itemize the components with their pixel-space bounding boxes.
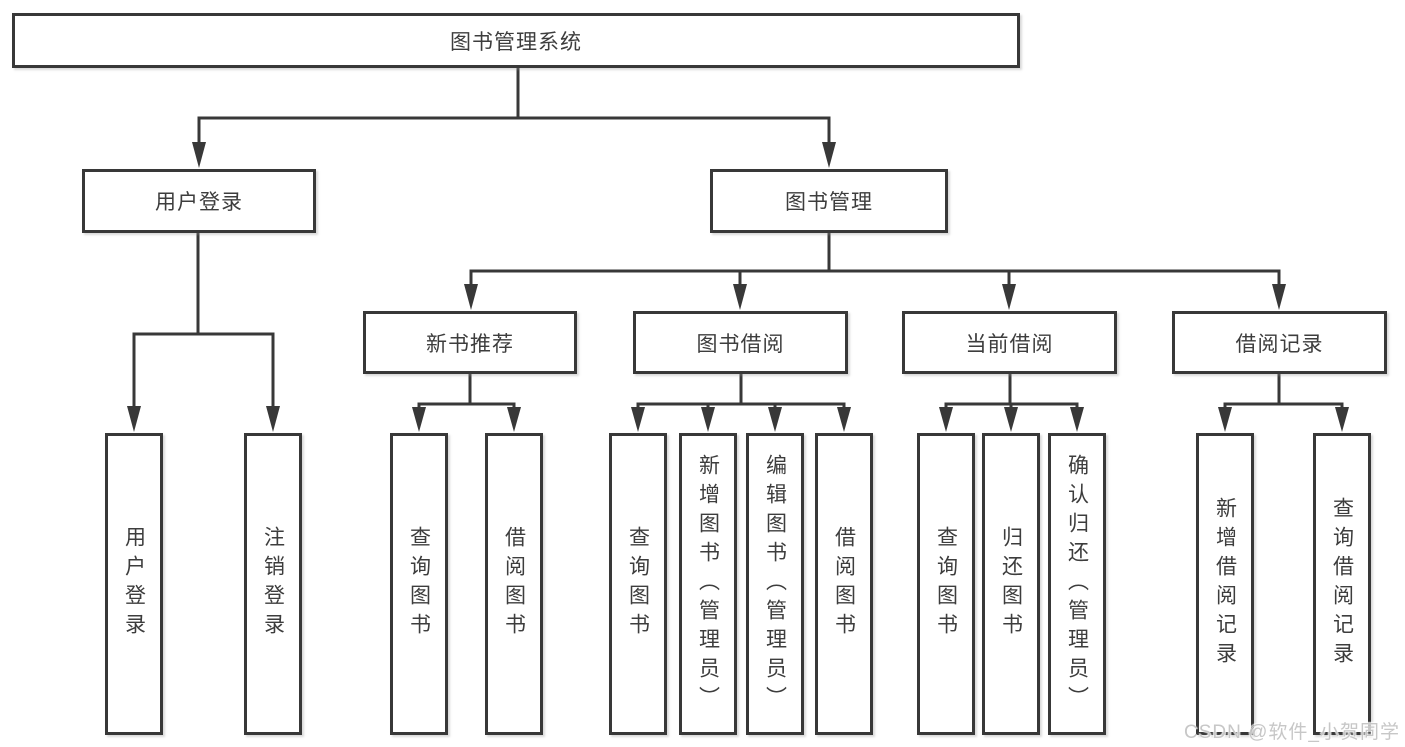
connector-borrowrecord-to-leaves [1223,374,1344,411]
connector-currentborrow-to-leaves [944,374,1079,411]
leaf-br-query-record: 查询借阅记录 [1313,433,1371,735]
leaf-cb-query-book-label: 查询图书 [934,526,958,642]
leaf-nb-query-book-label: 查询图书 [407,526,431,642]
node-book-mgmt: 图书管理 [710,169,948,233]
leaf-bb-edit-book-label: 编辑图书（管理员） [763,453,787,715]
node-current-borrow: 当前借阅 [902,311,1117,374]
node-current-borrow-label: 当前借阅 [965,332,1054,356]
arrowhead [768,407,782,432]
node-user-login: 用户登录 [82,169,316,233]
connector-newbook-to-leaves [417,374,516,411]
arrowhead [266,406,280,432]
leaf-bb-borrow-book: 借阅图书 [815,433,873,735]
connector-root-to-level2 [197,68,831,146]
arrowhead [701,407,715,432]
leaf-nb-query-book: 查询图书 [390,433,448,735]
leaf-cb-return-book: 归还图书 [982,433,1040,735]
arrowhead [1004,407,1018,432]
leaf-bb-borrow-book-label: 借阅图书 [832,526,856,642]
arrowhead [631,407,645,432]
leaf-bb-query-book-label: 查询图书 [626,526,650,642]
arrowhead [733,284,747,310]
arrowhead [412,407,426,432]
connector-bookmgmt-to-level3 [469,233,1281,288]
arrowhead [1272,284,1286,310]
arrowhead [1335,407,1349,432]
leaf-br-add-record: 新增借阅记录 [1196,433,1254,735]
node-root: 图书管理系统 [12,13,1020,68]
arrowhead [1070,407,1084,432]
arrowhead [837,407,851,432]
node-root-label: 图书管理系统 [450,30,582,54]
leaf-cb-query-book: 查询图书 [917,433,975,735]
leaf-nb-borrow-book-label: 借阅图书 [502,526,526,642]
connector-userlogin-to-leaves [132,233,275,410]
leaf-br-add-record-label: 新增借阅记录 [1213,497,1237,671]
leaf-nb-borrow-book: 借阅图书 [485,433,543,735]
arrowhead [464,284,478,310]
leaf-bb-query-book: 查询图书 [609,433,667,735]
node-borrow-record: 借阅记录 [1172,311,1387,374]
node-new-book-rec: 新书推荐 [363,311,577,374]
arrowhead [939,407,953,432]
leaf-cb-return-book-label: 归还图书 [999,526,1023,642]
leaf-bb-add-book-label: 新增图书（管理员） [696,453,720,715]
connector-bookborrow-to-leaves [636,374,846,411]
leaf-user-login: 用户登录 [105,433,163,735]
leaf-cb-confirm-return: 确认归还（管理员） [1048,433,1106,735]
leaf-logout-label: 注销登录 [261,526,285,642]
node-borrow-record-label: 借阅记录 [1235,332,1324,356]
arrowhead [507,407,521,432]
leaf-cb-confirm-return-label: 确认归还（管理员） [1065,453,1089,715]
arrowhead [127,406,141,432]
leaf-bb-edit-book: 编辑图书（管理员） [746,433,804,735]
arrowhead [192,142,206,168]
leaf-br-query-record-label: 查询借阅记录 [1330,497,1354,671]
arrowhead [1218,407,1232,432]
node-new-book-rec-label: 新书推荐 [426,332,514,356]
leaf-user-login-label: 用户登录 [122,526,146,642]
node-book-borrow: 图书借阅 [633,311,848,374]
leaf-logout: 注销登录 [244,433,302,735]
node-book-borrow-label: 图书借阅 [696,332,785,356]
node-user-login-label: 用户登录 [155,191,243,214]
arrowhead [1002,284,1016,310]
leaf-bb-add-book: 新增图书（管理员） [679,433,737,735]
arrowhead [822,142,836,168]
node-book-mgmt-label: 图书管理 [785,191,873,214]
